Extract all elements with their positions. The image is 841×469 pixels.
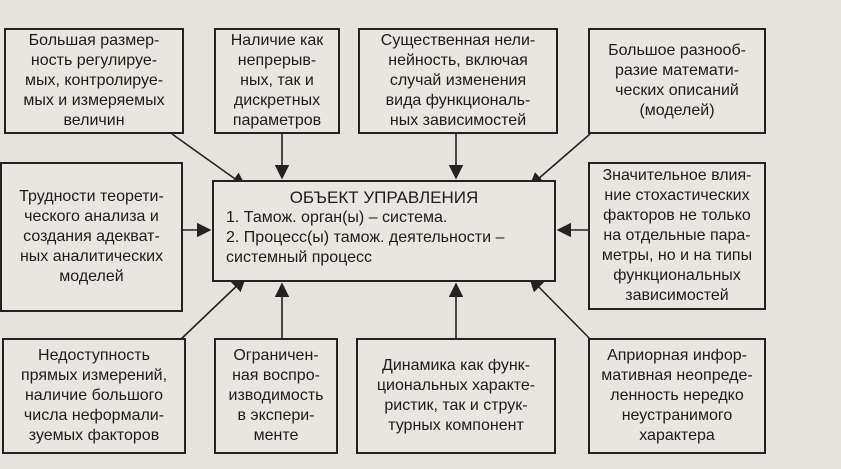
- factor-dynamics: Динамика как функ- циональных характе- р…: [356, 338, 556, 454]
- arrow-top-1: [171, 133, 247, 187]
- factor-stochastic-influence: Значительное влия- ние стохастических фа…: [588, 162, 766, 310]
- control-object-title: ОБЪЕКТ УПРАВЛЕНИЯ: [289, 188, 479, 207]
- arrow-bottom-4: [528, 276, 594, 343]
- factor-nonlinearity: Существенная нели- нейность, включая слу…: [358, 28, 558, 134]
- control-object-item-1: 1. Тамож. орган(ы) – система.: [226, 209, 448, 226]
- control-object-box: ОБЪЕКТ УПРАВЛЕНИЯ 1. Тамож. орган(ы) – с…: [212, 180, 556, 282]
- factor-limited-reproducibility: Ограничен- ная воспро- изводимость в экс…: [214, 338, 338, 454]
- control-object-item-2: 2. Процесс(ы) тамож. деятельности – сист…: [226, 229, 505, 266]
- factor-inaccessible-measurements: Недоступность прямых измерений, наличие …: [2, 338, 186, 454]
- factor-theoretical-difficulty: Трудности теорети- ческого анализа и соз…: [0, 162, 183, 312]
- factor-continuous-discrete: Наличие как непрерыв- ных, так и дискрет…: [214, 28, 340, 134]
- arrow-bottom-1: [177, 277, 247, 343]
- arrow-top-4: [528, 133, 591, 187]
- factor-high-dimensionality: Большая размер- ность регулируе- мых, ко…: [4, 28, 184, 134]
- factor-a-priori-uncertainty: Априорная инфор- мативная неопреде- ленн…: [588, 338, 766, 454]
- factor-model-diversity: Большое разнооб- разие математи- ческих …: [588, 28, 766, 134]
